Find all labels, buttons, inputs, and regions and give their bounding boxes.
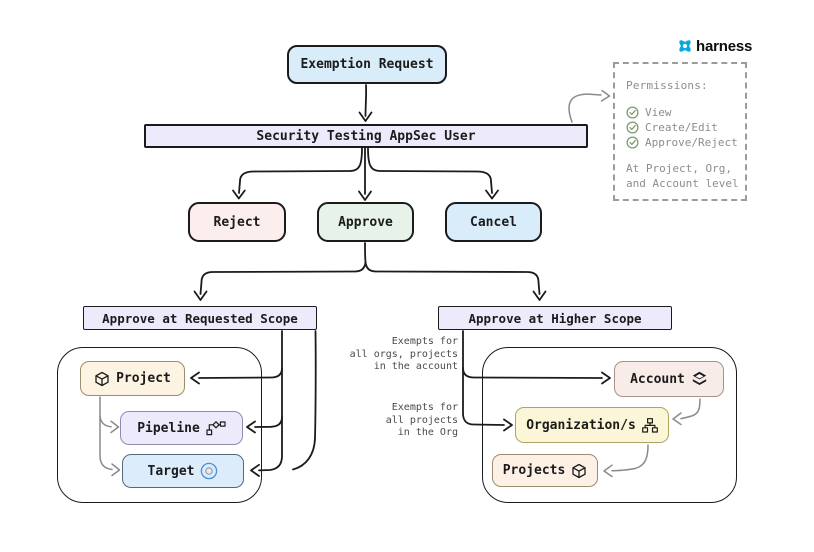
node-label: Exemption Request (300, 57, 434, 72)
permission-item-view: View (626, 105, 739, 120)
node-cancel: Cancel (445, 202, 542, 242)
arrowhead-cancel (485, 189, 499, 200)
node-projects: Projects (492, 454, 598, 487)
arrowhead-security (358, 111, 373, 122)
permission-label: Approve/Reject (645, 136, 738, 149)
node-label: Reject (213, 214, 261, 230)
brand-logo: harness (676, 37, 752, 55)
node-label: Cancel (470, 214, 517, 230)
node-label: Approve at Requested Scope (102, 310, 298, 326)
check-circle-icon (626, 106, 639, 119)
node-label: Target (147, 463, 195, 479)
permission-label: View (645, 106, 672, 119)
node-exemption-request: Exemption Request (287, 45, 447, 84)
edge-security-to-cancel (367, 147, 493, 194)
arrowhead-approve (358, 190, 372, 201)
node-target: Target (122, 454, 244, 488)
arrowhead-requested-scope (193, 290, 208, 301)
permissions-footer: At Project, Org, and Account level (626, 161, 739, 191)
edge-approve-to-higher (364, 261, 541, 295)
edge-requested-trunk (258, 330, 283, 472)
node-approve: Approve (317, 202, 414, 242)
annotation-line: Exempts for (391, 336, 458, 347)
cube-icon (571, 463, 587, 479)
node-label: Approve (338, 214, 393, 230)
node-pipeline: Pipeline (120, 411, 243, 445)
annotation-line: all orgs, projects (349, 348, 458, 360)
permissions-footer-line: At Project, Org, (626, 162, 732, 175)
target-icon (200, 462, 218, 480)
permissions-footer-line: and Account level (626, 177, 739, 190)
node-approve-requested-scope: Approve at Requested Scope (83, 306, 317, 330)
annotation-line: Exempts for (391, 402, 458, 413)
permissions-title: Permissions: (626, 79, 708, 92)
arrowhead-reject (232, 189, 246, 200)
node-account: Account (614, 361, 724, 397)
org-chart-icon (641, 417, 658, 433)
node-label: Approve at Higher Scope (468, 310, 642, 326)
check-circle-icon (626, 121, 639, 134)
edge-exemption-to-security (364, 84, 368, 117)
node-label: Security Testing AppSec User (256, 128, 476, 144)
arrowhead-permissions (600, 89, 611, 102)
edge-approve-stem (364, 242, 367, 263)
brand-name: harness (696, 37, 753, 55)
node-label: Project (116, 371, 171, 386)
annotation-line: in the account (373, 361, 458, 372)
cube-icon (94, 371, 110, 387)
arrowhead-higher-scope (532, 290, 547, 301)
node-reject: Reject (188, 202, 286, 242)
annotation-account-scope: Exempts for all orgs, projects in the ac… (336, 336, 458, 374)
annotation-line: in the Org (397, 427, 458, 438)
annotation-line: all projects (385, 414, 458, 426)
node-approve-higher-scope: Approve at Higher Scope (438, 306, 672, 330)
node-project: Project (80, 361, 185, 396)
node-label: Account (630, 371, 685, 387)
node-label: Projects (502, 463, 566, 478)
edge-security-to-reject (238, 147, 363, 194)
node-organizations: Organization/s (515, 407, 669, 443)
permission-item-approve-reject: Approve/Reject (626, 135, 739, 150)
edge-security-to-permissions (568, 93, 602, 123)
node-label: Pipeline (137, 420, 200, 436)
node-label: Organization/s (526, 417, 636, 433)
edge-approve-to-requested (199, 261, 367, 295)
edge-requested-side (292, 330, 317, 471)
permission-label: Create/Edit (645, 121, 718, 134)
check-circle-icon (626, 136, 639, 149)
annotation-org-scope: Exempts for all projects in the Org (336, 402, 458, 440)
harness-logo-icon (676, 37, 694, 55)
pipeline-icon (206, 420, 226, 436)
permission-item-create-edit: Create/Edit (626, 120, 739, 135)
node-appsec-user: Security Testing AppSec User (144, 124, 588, 148)
permissions-panel: Permissions: View Create/Edit Approve/Re… (613, 62, 747, 201)
layers-icon (691, 371, 708, 387)
